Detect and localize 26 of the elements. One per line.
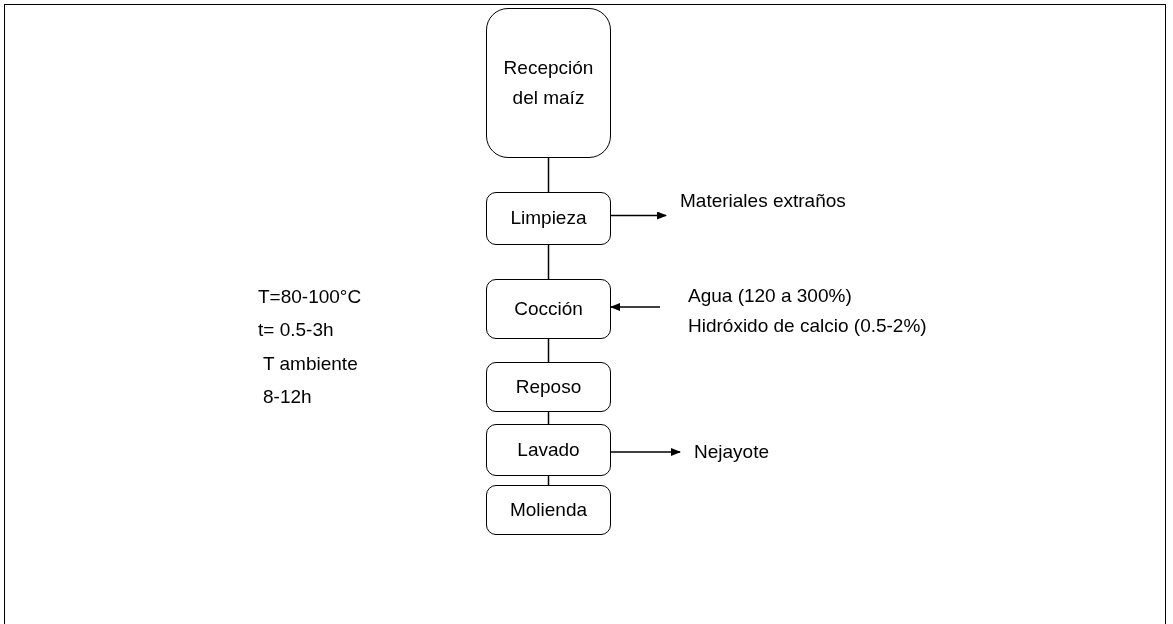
step-label: Reposo bbox=[514, 374, 583, 399]
connector-line bbox=[547, 244, 550, 280]
condition-note: t= 0.5-3h bbox=[258, 319, 334, 341]
process-box bbox=[486, 485, 611, 535]
condition-note: T=80-100°C bbox=[258, 286, 362, 308]
connector-line bbox=[547, 338, 550, 363]
step-label: Limpieza bbox=[509, 206, 588, 231]
stream-label: Hidróxido de calcio (0.5-2%) bbox=[688, 314, 927, 339]
step-label: Recepción del maíz bbox=[502, 55, 595, 110]
process-box bbox=[486, 362, 611, 412]
step-label: Cocción bbox=[513, 296, 584, 321]
condition-note: 8-12h bbox=[263, 386, 312, 408]
arrow bbox=[610, 211, 667, 220]
process-box bbox=[486, 279, 611, 339]
step-label: Molienda bbox=[508, 497, 589, 522]
stream-label: Nejayote bbox=[694, 440, 769, 464]
process-box bbox=[486, 424, 611, 476]
condition-note: T ambiente bbox=[263, 353, 358, 375]
process-box bbox=[486, 8, 611, 158]
step-label: Lavado bbox=[516, 437, 581, 462]
stream-label: Agua (120 a 300%) bbox=[688, 284, 852, 308]
arrow bbox=[610, 448, 681, 456]
connector-line bbox=[547, 157, 550, 193]
stream-label: Materiales extraños bbox=[680, 189, 846, 213]
process-box bbox=[486, 192, 611, 245]
arrow bbox=[610, 303, 661, 311]
